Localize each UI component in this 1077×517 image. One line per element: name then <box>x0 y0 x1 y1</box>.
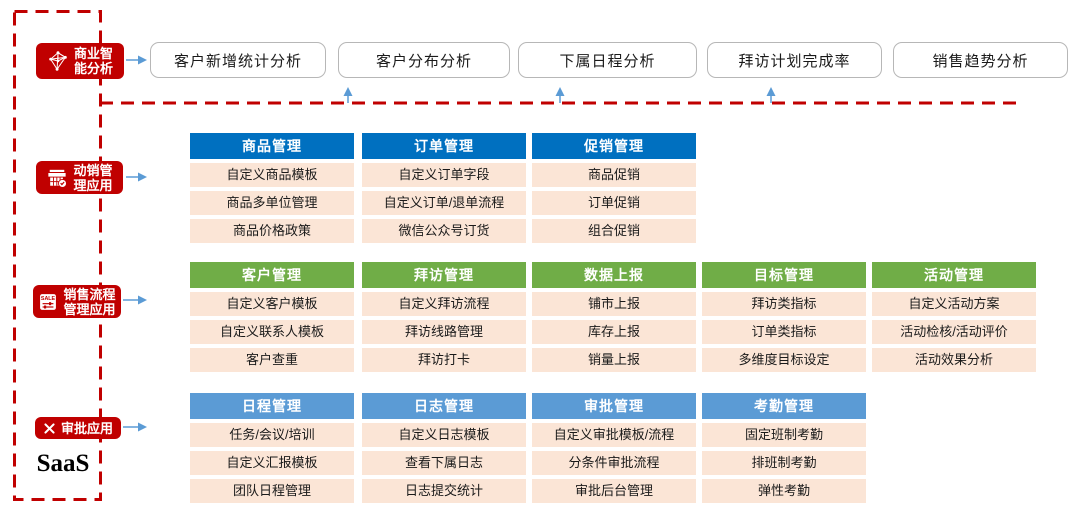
table-approval-management: 审批管理 自定义审批模板/流程 分条件审批流程 审批后台管理 <box>532 393 696 503</box>
table-row: 自定义订单/退单流程 <box>362 191 526 215</box>
table-row: 拜访线路管理 <box>362 320 526 344</box>
box-customer-distribution: 客户分布分析 <box>338 42 510 78</box>
table-row: 组合促销 <box>532 219 696 243</box>
table-row: 固定班制考勤 <box>702 423 866 447</box>
table-row: 商品多单位管理 <box>190 191 354 215</box>
table-header: 考勤管理 <box>702 393 866 419</box>
table-row: 自定义拜访流程 <box>362 292 526 316</box>
box-subordinate-schedule: 下属日程分析 <box>518 42 697 78</box>
table-row: 弹性考勤 <box>702 479 866 503</box>
table-row: 自定义订单字段 <box>362 163 526 187</box>
table-row: 铺市上报 <box>532 292 696 316</box>
table-row: 微信公众号订货 <box>362 219 526 243</box>
label-sales-movement-text: 动销管理应用 <box>73 162 113 193</box>
table-attendance-management: 考勤管理 固定班制考勤 排班制考勤 弹性考勤 <box>702 393 866 503</box>
table-visit-management: 拜访管理 自定义拜访流程 拜访线路管理 拜访打卡 <box>362 262 526 372</box>
table-header: 审批管理 <box>532 393 696 419</box>
table-journal-management: 日志管理 自定义日志模板 查看下属日志 日志提交统计 <box>362 393 526 503</box>
table-row: 销量上报 <box>532 348 696 372</box>
table-row: 商品价格政策 <box>190 219 354 243</box>
table-target-management: 目标管理 拜访类指标 订单类指标 多维度目标设定 <box>702 262 866 372</box>
table-row: 自定义审批模板/流程 <box>532 423 696 447</box>
table-row: 拜访类指标 <box>702 292 866 316</box>
table-header: 日程管理 <box>190 393 354 419</box>
table-promotion-management: 促销管理 商品促销 订单促销 组合促销 <box>532 133 696 243</box>
store-icon <box>48 169 68 188</box>
table-order-management: 订单管理 自定义订单字段 自定义订单/退单流程 微信公众号订货 <box>362 133 526 243</box>
table-row: 审批后台管理 <box>532 479 696 503</box>
table-row: 拜访打卡 <box>362 348 526 372</box>
table-row: 订单类指标 <box>702 320 866 344</box>
saas-caption: SaaS <box>36 450 90 477</box>
table-row: 任务/会议/培训 <box>190 423 354 447</box>
label-approval-text: 审批应用 <box>60 420 113 436</box>
sale-tag-icon: SALE <box>40 293 57 310</box>
table-row: 自定义日志模板 <box>362 423 526 447</box>
table-row: 商品促销 <box>532 163 696 187</box>
table-header: 商品管理 <box>190 133 354 159</box>
table-activity-management: 活动管理 自定义活动方案 活动检核/活动评价 活动效果分析 <box>872 262 1036 372</box>
table-row: 团队日程管理 <box>190 479 354 503</box>
label-sales-process-text: 销售流程管理应用 <box>63 286 116 317</box>
table-row: 自定义客户模板 <box>190 292 354 316</box>
table-header: 拜访管理 <box>362 262 526 288</box>
crossed-tools-icon <box>44 422 55 434</box>
table-header: 客户管理 <box>190 262 354 288</box>
table-row: 客户查重 <box>190 348 354 372</box>
table-row: 排班制考勤 <box>702 451 866 475</box>
table-row: 分条件审批流程 <box>532 451 696 475</box>
box-visit-plan-completion: 拜访计划完成率 <box>707 42 882 78</box>
table-row: 自定义活动方案 <box>872 292 1036 316</box>
table-row: 自定义商品模板 <box>190 163 354 187</box>
table-row: 活动检核/活动评价 <box>872 320 1036 344</box>
table-header: 数据上报 <box>532 262 696 288</box>
table-row: 自定义联系人模板 <box>190 320 354 344</box>
table-row: 自定义汇报模板 <box>190 451 354 475</box>
table-header: 活动管理 <box>872 262 1036 288</box>
table-header: 订单管理 <box>362 133 526 159</box>
svg-text:SALE: SALE <box>41 295 56 301</box>
label-sales-movement-app: 动销管理应用 <box>36 161 123 194</box>
table-schedule-management: 日程管理 任务/会议/培训 自定义汇报模板 团队日程管理 <box>190 393 354 503</box>
box-customer-new-stats: 客户新增统计分析 <box>150 42 326 78</box>
table-header: 目标管理 <box>702 262 866 288</box>
table-data-reporting: 数据上报 铺市上报 库存上报 销量上报 <box>532 262 696 372</box>
table-row: 查看下属日志 <box>362 451 526 475</box>
box-sales-trend: 销售趋势分析 <box>893 42 1068 78</box>
table-product-management: 商品管理 自定义商品模板 商品多单位管理 商品价格政策 <box>190 133 354 243</box>
table-row: 活动效果分析 <box>872 348 1036 372</box>
label-sales-process-app: SALE 销售流程管理应用 <box>33 285 121 318</box>
label-bi-analysis: 商业智能分析 <box>36 43 124 79</box>
table-header: 促销管理 <box>532 133 696 159</box>
network-icon <box>49 51 67 71</box>
label-approval-app: 审批应用 <box>35 417 121 439</box>
label-bi-analysis-text: 商业智能分析 <box>73 46 113 76</box>
table-row: 日志提交统计 <box>362 479 526 503</box>
table-header: 日志管理 <box>362 393 526 419</box>
table-row: 库存上报 <box>532 320 696 344</box>
table-customer-management: 客户管理 自定义客户模板 自定义联系人模板 客户查重 <box>190 262 354 372</box>
table-row: 订单促销 <box>532 191 696 215</box>
table-row: 多维度目标设定 <box>702 348 866 372</box>
